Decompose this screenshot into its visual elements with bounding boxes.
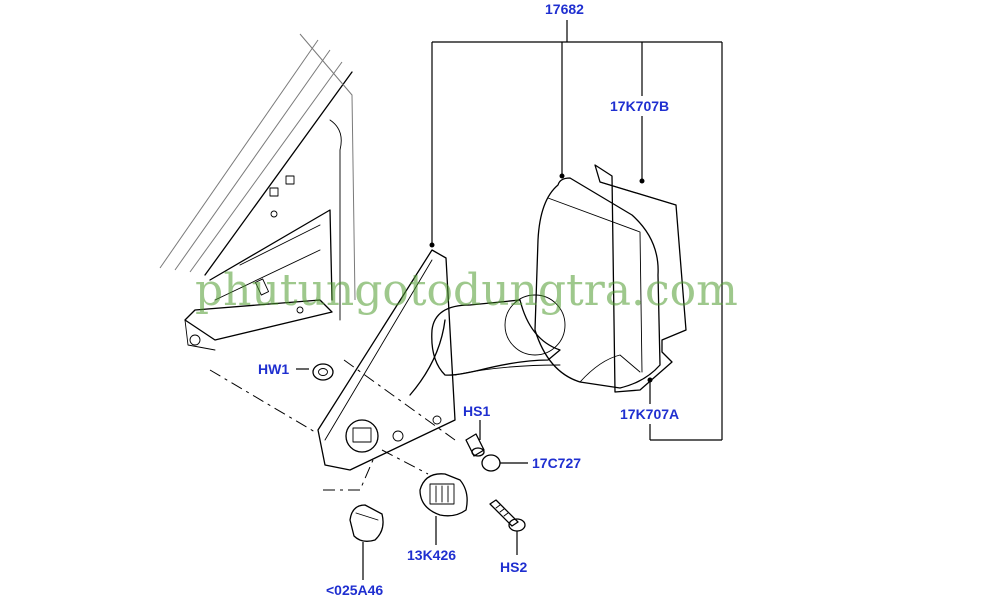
- washer-hw1: [296, 363, 334, 381]
- label-hw1: HW1: [258, 361, 289, 377]
- screw-hs2: [489, 499, 526, 555]
- assembly-leader-lines: [429, 20, 723, 441]
- label-17k707a: 17K707A: [620, 406, 679, 422]
- label-17c727: 17C727: [532, 455, 581, 471]
- connector-13k426: [419, 473, 468, 545]
- mirror-arm: [431, 294, 566, 376]
- vehicle-door-frame: [159, 33, 356, 351]
- mirror-mount-bracket: [317, 249, 456, 471]
- label-17682: 17682: [545, 1, 584, 17]
- label-17k707b: 17K707B: [610, 98, 669, 114]
- label-025a46: <025A46: [326, 582, 383, 598]
- assembly-dashed-lines: [209, 359, 456, 491]
- label-hs1: HS1: [463, 403, 490, 419]
- label-hs2: HS2: [500, 559, 527, 575]
- watermark-text: phutungotodungtra.com: [195, 265, 738, 316]
- label-13k426: 13K426: [407, 547, 456, 563]
- mirror-head: [534, 164, 687, 393]
- lamp-025a46: [349, 504, 384, 580]
- screw-hs1: [465, 420, 485, 457]
- cap-17c727: [481, 454, 528, 472]
